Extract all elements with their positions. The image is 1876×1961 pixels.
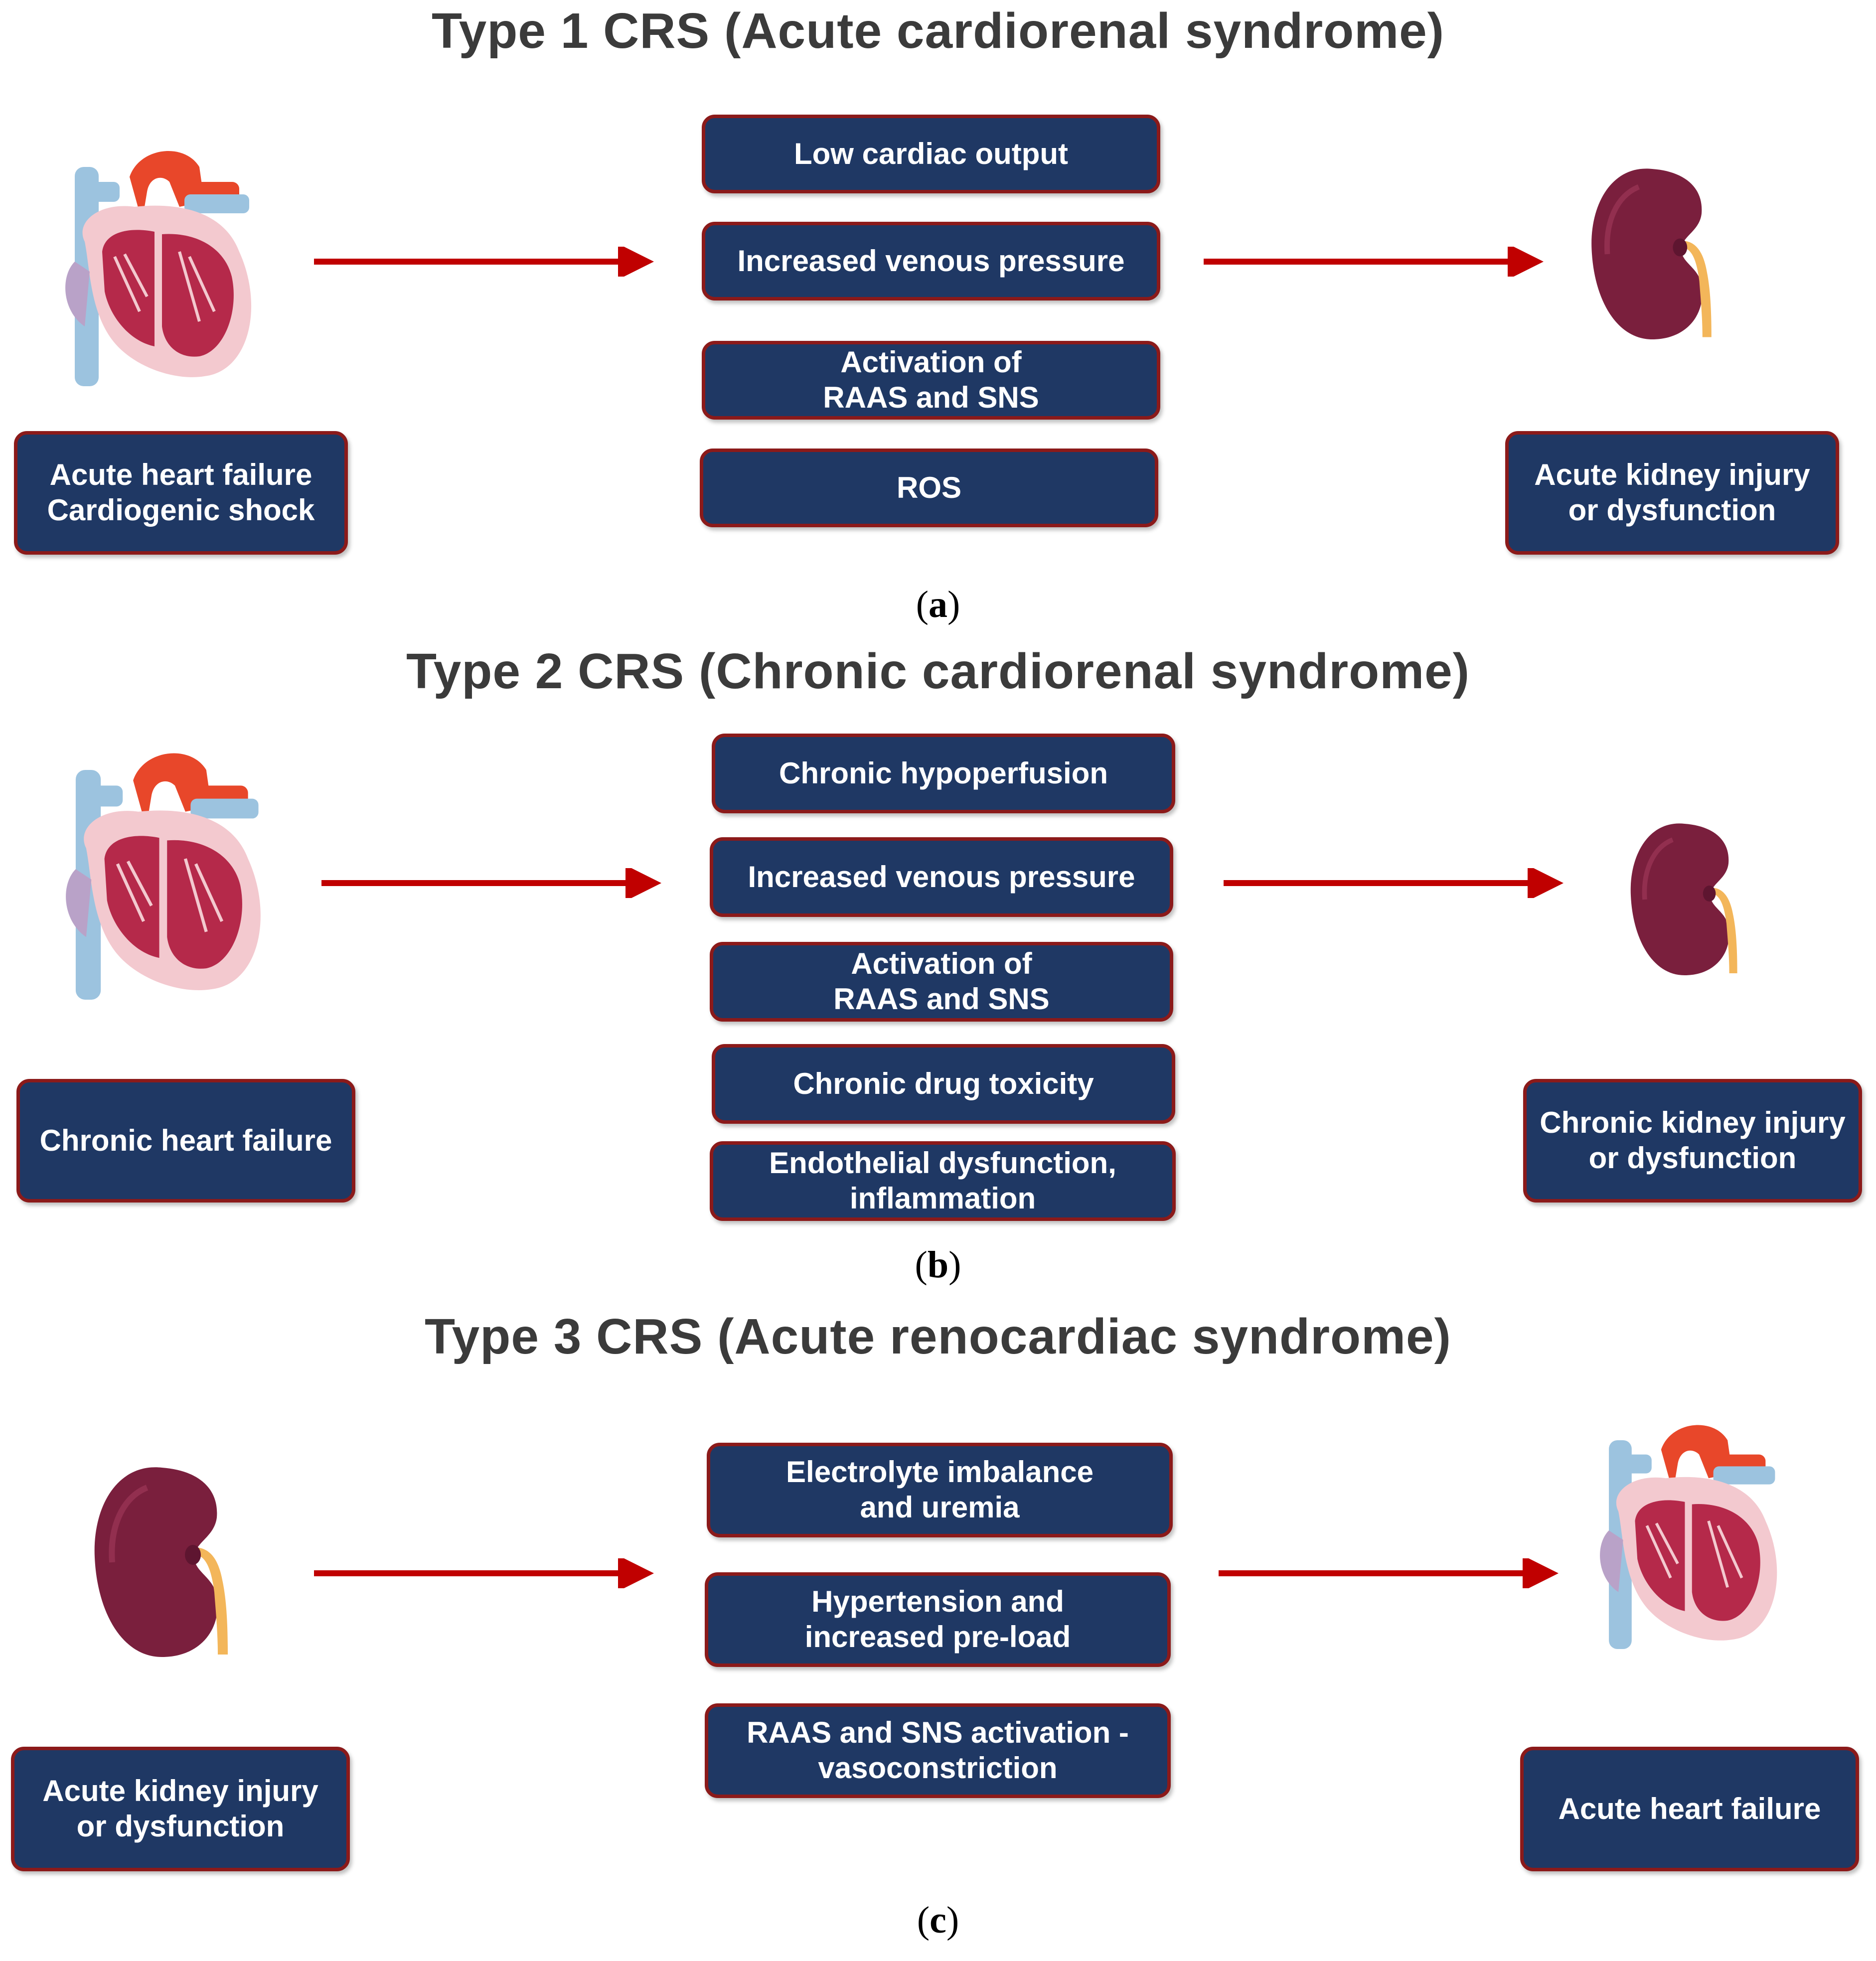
arrow-to-outcome xyxy=(1219,1558,1559,1588)
source-caption-box: Chronic heart failure xyxy=(16,1079,355,1203)
mechanism-box: Activation of RAAS and SNS xyxy=(710,942,1173,1022)
panel-label: (b) xyxy=(915,1244,961,1286)
heart-icon xyxy=(1590,1418,1799,1667)
mechanism-box: Increased venous pressure xyxy=(702,222,1160,301)
mechanism-box: Chronic drug toxicity xyxy=(712,1044,1175,1124)
source-caption-box: Acute kidney injury or dysfunction xyxy=(11,1747,350,1871)
mechanism-box: Hypertension and increased pre-load xyxy=(705,1572,1171,1667)
mechanism-box: Chronic hypoperfusion xyxy=(712,734,1175,813)
mechanism-box: Endothelial dysfunction, inflammation xyxy=(710,1141,1176,1221)
mechanism-box: Activation of RAAS and SNS xyxy=(702,341,1160,420)
mechanism-box: Increased venous pressure xyxy=(710,837,1173,917)
panel-label: (c) xyxy=(917,1899,959,1941)
mechanism-box: Electrolyte imbalance and uremia xyxy=(707,1443,1173,1537)
arrow-to-mechanisms xyxy=(314,1558,654,1588)
target-caption-box: Acute heart failure xyxy=(1520,1747,1859,1871)
panel-title: Type 1 CRS (Acute cardiorenal syndrome) xyxy=(431,3,1445,59)
heart-icon xyxy=(55,748,289,1012)
panel-title: Type 3 CRS (Acute renocardiac syndrome) xyxy=(425,1309,1451,1364)
kidney-icon xyxy=(85,1458,244,1667)
mechanism-box: Low cardiac output xyxy=(702,115,1160,193)
mechanism-box: RAAS and SNS activation - vasoconstricti… xyxy=(705,1703,1171,1798)
arrow-to-outcome xyxy=(1224,868,1563,898)
kidney-icon xyxy=(1585,154,1720,364)
source-caption-box: Acute heart failure Cardiogenic shock xyxy=(14,431,348,555)
arrow-to-mechanisms xyxy=(314,247,654,277)
target-caption-box: Chronic kidney injury or dysfunction xyxy=(1523,1079,1862,1203)
mechanism-box: ROS xyxy=(700,449,1158,527)
arrow-to-outcome xyxy=(1204,247,1544,277)
panel-label: (a) xyxy=(916,584,960,625)
heart-icon xyxy=(55,147,289,396)
target-caption-box: Acute kidney injury or dysfunction xyxy=(1505,431,1839,555)
panel-title: Type 2 CRS (Chronic cardiorenal syndrome… xyxy=(406,643,1470,699)
arrow-to-mechanisms xyxy=(321,868,661,898)
kidney-icon xyxy=(1625,812,1744,992)
